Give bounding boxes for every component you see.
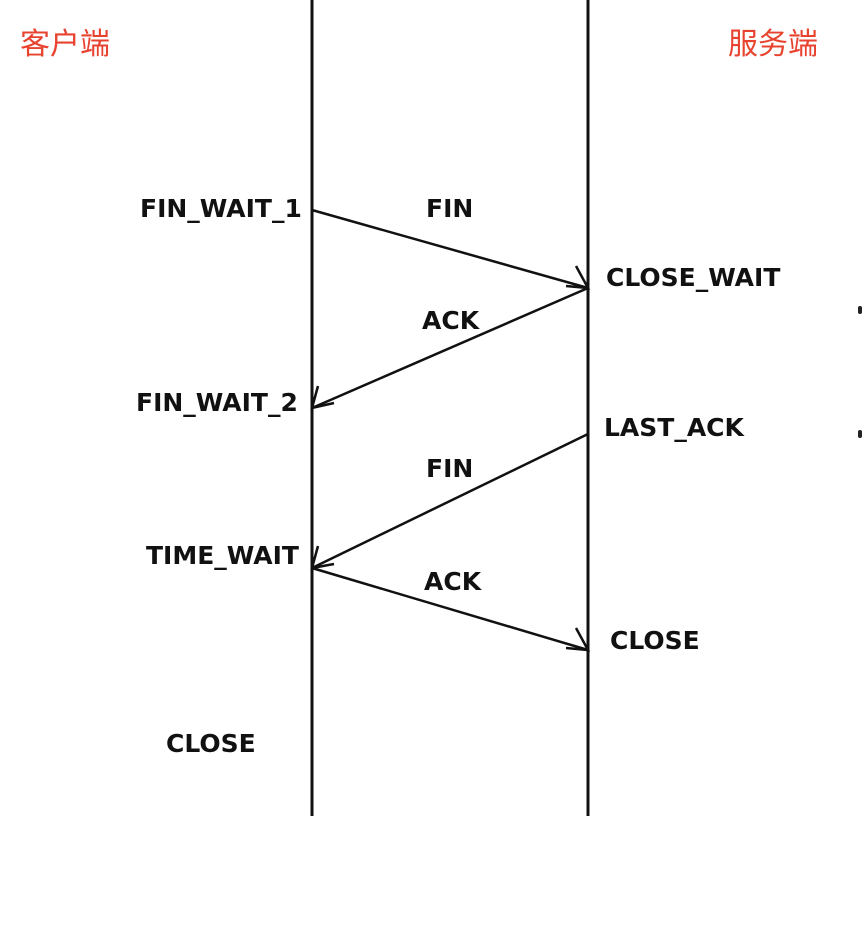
- message-fin-1: FIN: [426, 194, 474, 223]
- server-title: 服务端: [728, 27, 818, 62]
- ack-2-arrow: [311, 566, 589, 652]
- cropped-edge-mark-1: [858, 306, 862, 314]
- cropped-edge-mark-2: [858, 430, 862, 438]
- state-client-close: CLOSE: [166, 729, 256, 758]
- client-title: 客户端: [20, 27, 110, 62]
- fin-2-arrowhead: [310, 545, 335, 570]
- fin-1-arrow: [311, 208, 589, 290]
- state-last-ack: LAST_ACK: [604, 413, 744, 442]
- state-fin-wait-2: FIN_WAIT_2: [136, 388, 298, 417]
- ack-1-arrowhead: [310, 385, 335, 410]
- message-ack-1: ACK: [422, 306, 480, 335]
- ack-2-arrowhead: [565, 627, 591, 652]
- state-time-wait: TIME_WAIT: [146, 541, 299, 570]
- state-server-close: CLOSE: [610, 626, 700, 655]
- state-fin-wait-1: FIN_WAIT_1: [140, 194, 302, 223]
- fin-2-arrow: [311, 432, 589, 570]
- state-close-wait: CLOSE_WAIT: [606, 263, 781, 292]
- message-ack-2: ACK: [424, 567, 482, 596]
- ack-1-arrow: [311, 286, 589, 410]
- message-fin-2: FIN: [426, 454, 474, 483]
